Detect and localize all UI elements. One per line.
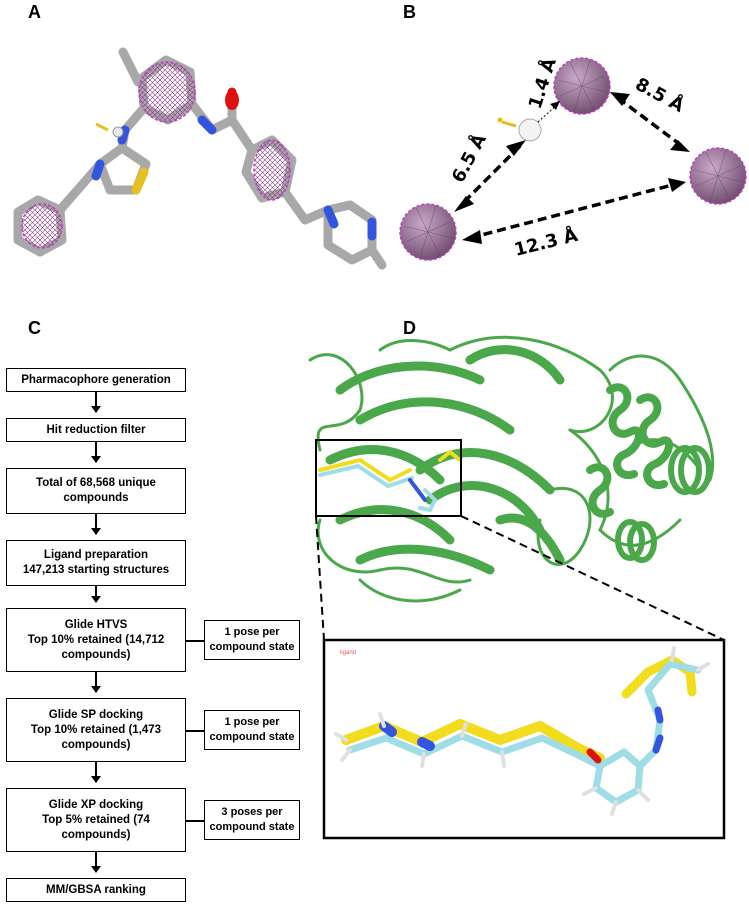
- workflow-note-connector: [186, 640, 204, 642]
- workflow-arrow: [91, 852, 101, 873]
- workflow-arrow: [91, 586, 101, 603]
- hydrogen-bond-donor-feature: [518, 118, 542, 142]
- binding-site-box: [315, 439, 462, 517]
- workflow-step: Pharmacophore generation: [6, 368, 186, 392]
- workflow-note: 1 pose per compound state: [204, 710, 300, 750]
- distance-label-6-5: 6.5 Å: [446, 130, 491, 187]
- panel-label-c: C: [28, 318, 41, 338]
- distance-label-12-3: 12.3 Å: [512, 223, 580, 261]
- workflow-arrow: [91, 762, 101, 783]
- workflow-step: Glide HTVS Top 10% retained (14,712 comp…: [6, 608, 186, 672]
- panel-a-ligand-structure: [13, 47, 387, 270]
- workflow-note: 3 poses per compound state: [204, 800, 300, 840]
- workflow-step: Hit reduction filter: [6, 418, 186, 442]
- workflow-step: Total of 68,568 unique compounds: [6, 468, 186, 514]
- panel-label-b: B: [403, 2, 416, 22]
- workflow-note: 1 pose per compound state: [204, 620, 300, 660]
- workflow-arrow: [91, 442, 101, 463]
- workflow-arrow: [91, 392, 101, 413]
- workflow-step: MM/GBSA ranking: [6, 878, 186, 902]
- panel-d-protein-structure: ligand: [308, 335, 726, 840]
- svg-text:ligand: ligand: [340, 650, 356, 656]
- workflow-note-connector: [186, 820, 204, 822]
- panel-label-d: D: [403, 318, 416, 338]
- workflow-note-connector: [186, 730, 204, 732]
- workflow-step: Glide SP docking Top 10% retained (1,473…: [6, 698, 186, 762]
- panel-b-pharmacophore-distances: 1.4 Å 6.5 Å 8.5 Å 12.3 Å: [399, 55, 747, 261]
- panel-label-a: A: [28, 2, 41, 22]
- workflow-step: Ligand preparation 147,213 starting stru…: [6, 540, 186, 586]
- workflow-arrow: [91, 514, 101, 535]
- workflow-step: Glide XP docking Top 5% retained (74 com…: [6, 788, 186, 852]
- distance-label-8-5: 8.5 Å: [632, 72, 689, 117]
- workflow-arrow: [91, 672, 101, 693]
